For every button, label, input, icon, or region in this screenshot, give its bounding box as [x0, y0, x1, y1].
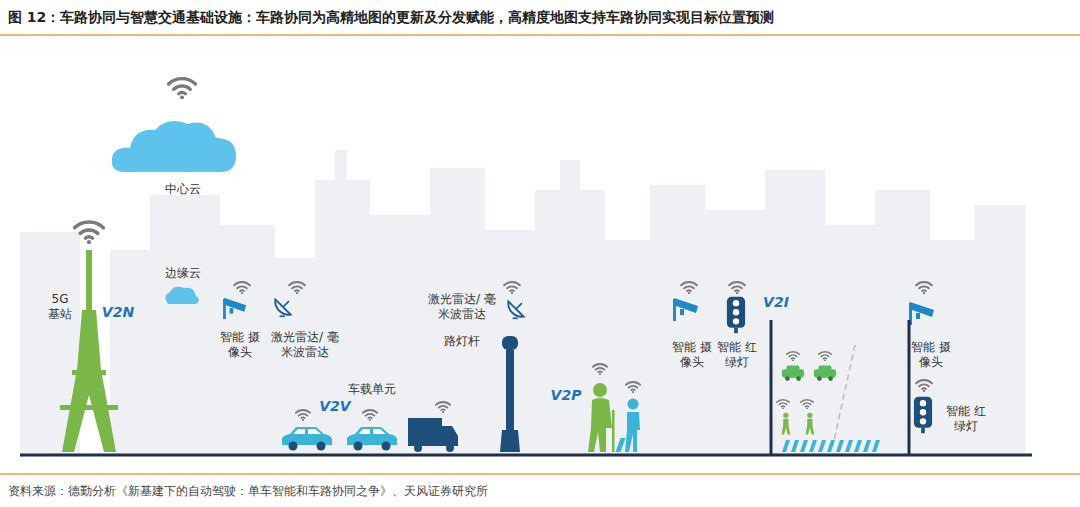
component-label: 5G 基站: [44, 292, 76, 322]
link-type-tag: V2N: [98, 304, 138, 322]
component-label: 中心云: [153, 182, 213, 197]
crosswalk-stripe: [836, 440, 844, 452]
source-caption: 资料来源：德勤分析《新基建下的自动驾驶：单车智能和车路协同之争》、天风证券研究所: [8, 483, 488, 500]
component-label: 路灯杆: [437, 334, 487, 349]
component-label: 边缘云: [153, 266, 213, 281]
component-label: 智能 摄像头: [220, 330, 260, 360]
crosswalk-stripe: [845, 440, 853, 452]
crosswalk-stripe: [854, 440, 862, 452]
rule-line: [0, 473, 1080, 475]
crosswalk-stripe: [872, 440, 880, 452]
crosswalk-stripe: [782, 440, 790, 452]
link-type-tag: V2P: [546, 387, 586, 405]
component-label: 激光雷达/ 毫米波雷达: [266, 330, 344, 360]
component-label: 智能 摄像头: [911, 340, 951, 370]
component-label: 车载单元: [342, 382, 402, 397]
link-type-tag: V2V: [315, 398, 355, 416]
component-label: 智能 红绿灯: [946, 404, 986, 434]
crosswalk-stripe: [863, 440, 871, 452]
link-type-tag: V2I: [756, 294, 796, 312]
crosswalk-stripe: [800, 440, 808, 452]
component-label: 激光雷达/ 毫米波雷达: [423, 292, 501, 322]
component-label: 智能 红绿灯: [717, 340, 757, 370]
crosswalk-stripe: [809, 440, 817, 452]
figure-title: 图 12：车路协同与智慧交通基础设施：车路协同为高精地图的更新及分发赋能，高精度…: [8, 9, 774, 27]
crosswalk-stripe: [827, 440, 835, 452]
rule-line: [0, 34, 1080, 36]
component-label: 智能 摄像头: [672, 340, 712, 370]
crosswalk-stripe: [818, 440, 826, 452]
crosswalk-stripe: [791, 440, 799, 452]
